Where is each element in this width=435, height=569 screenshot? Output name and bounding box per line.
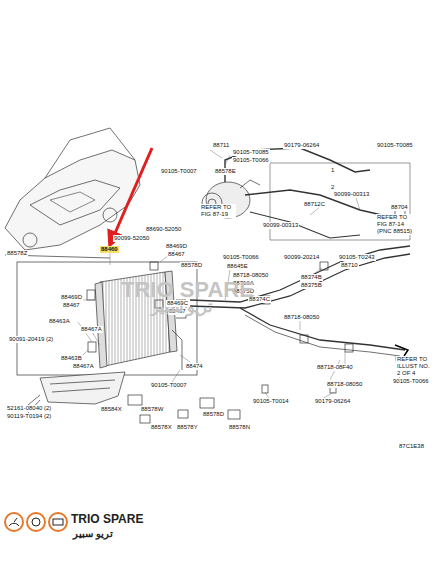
callout-number: 2 <box>330 184 335 191</box>
part-number: 88710 <box>340 262 359 269</box>
watermark: تريو سبير <box>150 298 213 316</box>
part-number: 90105-T0007 <box>160 168 198 175</box>
part-number: 90179-06264 <box>283 142 320 149</box>
part-number: 88712C <box>303 201 326 208</box>
part-number: 88718-08050 <box>283 314 320 321</box>
part-number: 88375B <box>300 282 323 289</box>
part-number: 90099-20214 <box>283 254 320 261</box>
part-number: 52161-08040 (2) <box>6 405 52 412</box>
drawing-code: 87C1E38 <box>398 443 425 450</box>
part-number: 88690-52050 <box>145 226 182 233</box>
callout-number: 1 <box>330 167 335 174</box>
part-number: 88578D <box>202 411 225 418</box>
part-number: 88584X <box>100 406 123 413</box>
brand-logo-text: تريو سبير <box>72 528 114 540</box>
part-number: 90105-T0066 <box>232 157 270 164</box>
part-number: 88469D <box>60 294 83 301</box>
part-number: 88474 <box>185 363 204 370</box>
part-number: 88578X <box>150 424 173 431</box>
part-number: 88578E <box>214 168 237 175</box>
part-number: 88467A <box>80 326 103 333</box>
part-number: 90099-52050 <box>113 235 150 242</box>
part-number: 88578D <box>180 262 203 269</box>
part-number: 90105-T0085 <box>376 142 414 149</box>
part-number: 88718-08050 <box>326 381 363 388</box>
part-number: 88460 <box>100 246 119 253</box>
part-number: 88467 <box>167 251 186 258</box>
part-number: 90099-00313 <box>262 222 299 229</box>
part-number: 88578W <box>140 406 164 413</box>
reference-note: REFER TO ILLUST NO. 2 OF 4 <box>396 356 432 377</box>
part-number: 90105-T0007 <box>150 382 188 389</box>
part-number: 88578Y <box>176 424 199 431</box>
reference-note: REFER TO FIG 87-19 <box>200 204 236 218</box>
part-number: 88467A <box>72 363 95 370</box>
part-number: 90105-T0014 <box>252 398 290 405</box>
part-number: 90091-20419 (2) <box>8 336 54 343</box>
part-number: 88704 <box>390 204 409 211</box>
part-number: 88463B <box>60 355 83 362</box>
part-number: 88469D <box>165 243 188 250</box>
part-number: 88467 <box>62 302 81 309</box>
part-number: 90105-T0243 <box>338 254 376 261</box>
part-number: 90119-T0194 (2) <box>6 413 52 420</box>
part-number: 90105-T0066 <box>222 254 260 261</box>
part-number: 90105-T0085 <box>232 149 270 156</box>
part-number: 88578Z <box>6 250 28 257</box>
part-number: 88711 <box>212 142 230 149</box>
part-number: 88645E <box>226 263 249 270</box>
part-number: 88718-08F40 <box>316 364 354 371</box>
part-number: 88463A <box>48 318 71 325</box>
part-number: 90179-06264 <box>314 398 351 405</box>
brand-logo-text: TRIO SPARE <box>70 512 144 526</box>
reference-note: REFER TO FIG 87-14 (PNC 88515) <box>376 214 418 235</box>
part-number: 88374B <box>300 274 323 281</box>
part-number: 90099-00313 <box>333 191 370 198</box>
part-number: 88578N <box>228 424 251 431</box>
part-number: 90105-T0066 <box>392 378 430 385</box>
